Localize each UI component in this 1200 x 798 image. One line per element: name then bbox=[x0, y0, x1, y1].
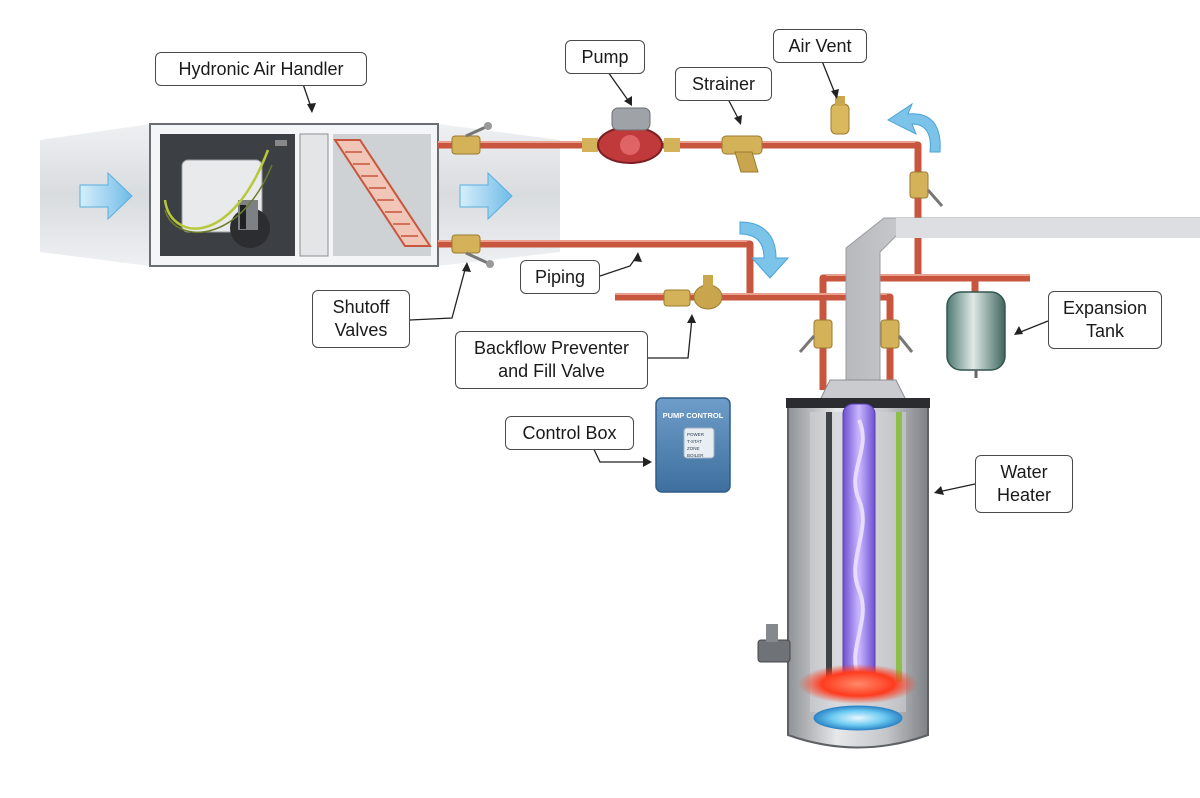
label-backflow-line2: and Fill Valve bbox=[498, 361, 605, 381]
control-box: PUMP CONTROL POWER T-STAT ZONE BOILER bbox=[655, 397, 731, 493]
valve-icon bbox=[909, 171, 944, 207]
label-shutoff-valves: Shutoff Valves bbox=[312, 290, 410, 348]
pump-icon bbox=[582, 107, 680, 164]
label-strainer: Strainer bbox=[675, 67, 772, 101]
hydronic-air-handler bbox=[149, 123, 439, 267]
valve-icon bbox=[798, 319, 833, 353]
control-box-indicator-boiler: BOILER bbox=[687, 453, 704, 458]
label-expansion-line2: Tank bbox=[1085, 321, 1125, 341]
right-arrow-icon bbox=[459, 171, 513, 221]
curved-arrow-icon bbox=[739, 221, 790, 279]
label-expansion-line1: Expansion bbox=[1062, 298, 1148, 318]
label-water-heater-line2: Heater bbox=[996, 485, 1052, 505]
label-air-vent: Air Vent bbox=[773, 29, 867, 63]
label-backflow-line1: Backflow Preventer bbox=[473, 338, 630, 358]
label-hydronic-air-handler: Hydronic Air Handler bbox=[155, 52, 367, 86]
water-heater bbox=[757, 398, 930, 749]
shutoff-valve-icon bbox=[451, 122, 492, 155]
control-box-indicator-power: POWER bbox=[687, 432, 705, 437]
control-box-indicator-zone: ZONE bbox=[687, 446, 700, 451]
control-box-indicator-tstat: T-STAT bbox=[687, 439, 702, 444]
backflow-preventer-icon bbox=[663, 275, 723, 310]
leader-arrowheads bbox=[307, 89, 1023, 495]
label-control-box: Control Box bbox=[505, 416, 634, 450]
label-piping: Piping bbox=[520, 260, 600, 294]
label-shutoff-valves-line1: Shutoff bbox=[332, 297, 390, 317]
right-arrow-icon bbox=[79, 171, 133, 221]
label-water-heater-line1: Water bbox=[1000, 462, 1048, 482]
shutoff-valve-icon bbox=[451, 234, 494, 268]
strainer-icon bbox=[721, 135, 763, 173]
control-box-title: PUMP CONTROL bbox=[663, 411, 724, 420]
label-shutoff-valves-line2: Valves bbox=[334, 320, 388, 340]
expansion-tank bbox=[946, 291, 1006, 378]
curved-arrow-icon bbox=[887, 102, 941, 153]
label-expansion-tank: Expansion Tank bbox=[1048, 291, 1162, 349]
air-vent-icon bbox=[830, 96, 850, 135]
valve-icon bbox=[880, 319, 914, 353]
flue-vent bbox=[819, 217, 1200, 401]
label-pump: Pump bbox=[565, 40, 645, 74]
label-backflow-preventer: Backflow Preventer and Fill Valve bbox=[455, 331, 648, 389]
label-water-heater: Water Heater bbox=[975, 455, 1073, 513]
